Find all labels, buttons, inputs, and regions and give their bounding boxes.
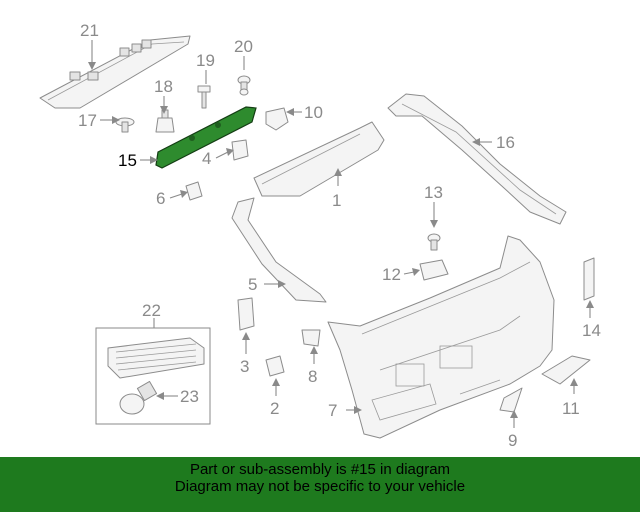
callout-7: 7 <box>328 401 337 420</box>
parts-diagram: 21 17 15 18 19 20 10 4 6 1 16 13 12 14 5… <box>39 21 601 450</box>
part-9 <box>499 387 523 413</box>
fastener-20 <box>237 75 251 96</box>
leader-lines <box>88 40 594 428</box>
fastener-17 <box>115 117 135 133</box>
callout-16: 16 <box>496 133 515 152</box>
callout-23: 23 <box>180 387 199 406</box>
fastener-2 <box>265 355 285 377</box>
part-11 <box>541 355 591 385</box>
screw-13 <box>427 233 441 251</box>
footer-line-1: Part or sub-assembly is #15 in diagram <box>189 461 451 478</box>
part-21-panel <box>39 35 191 109</box>
clip-6 <box>185 181 203 201</box>
clip-3 <box>237 297 255 331</box>
callout-22: 22 <box>142 301 161 320</box>
fastener-10 <box>265 107 289 131</box>
callout-1: 1 <box>332 191 341 210</box>
footer-line-2: Diagram may not be specific to your vehi… <box>174 478 466 495</box>
part-8 <box>301 329 321 347</box>
inset-22 <box>95 327 211 425</box>
callout-21: 21 <box>80 21 99 40</box>
callout-5: 5 <box>248 275 257 294</box>
callout-20: 20 <box>234 37 253 56</box>
bulb-23 <box>119 380 158 415</box>
bracket-12 <box>419 259 449 281</box>
callouts: 21 17 15 18 19 20 10 4 6 1 16 13 12 14 5… <box>78 21 601 450</box>
callout-17: 17 <box>78 111 97 130</box>
callout-6: 6 <box>156 189 165 208</box>
callout-18: 18 <box>154 77 173 96</box>
callout-14: 14 <box>582 321 601 340</box>
fastener-19 <box>197 85 211 109</box>
part-14-strip <box>583 257 595 301</box>
part-15-strip <box>155 106 257 169</box>
callout-11: 11 <box>562 399 580 418</box>
callout-13: 13 <box>424 183 443 202</box>
clip-4 <box>231 139 249 161</box>
part-7-liftgate-panel <box>327 235 555 439</box>
callout-3: 3 <box>240 357 249 376</box>
callout-10: 10 <box>304 103 323 122</box>
part-16-rail <box>387 93 567 225</box>
callout-4: 4 <box>202 149 211 168</box>
callout-2: 2 <box>270 399 279 418</box>
highlighted-part <box>155 106 257 169</box>
fastener-18 <box>155 109 175 133</box>
footer-banner: Part or sub-assembly is #15 in diagram D… <box>0 457 640 512</box>
callout-15: 15 <box>118 151 137 170</box>
callout-9: 9 <box>508 431 517 450</box>
callout-19: 19 <box>196 51 215 70</box>
callout-12: 12 <box>382 265 401 284</box>
part-1-trim <box>253 121 385 197</box>
callout-8: 8 <box>308 367 317 386</box>
